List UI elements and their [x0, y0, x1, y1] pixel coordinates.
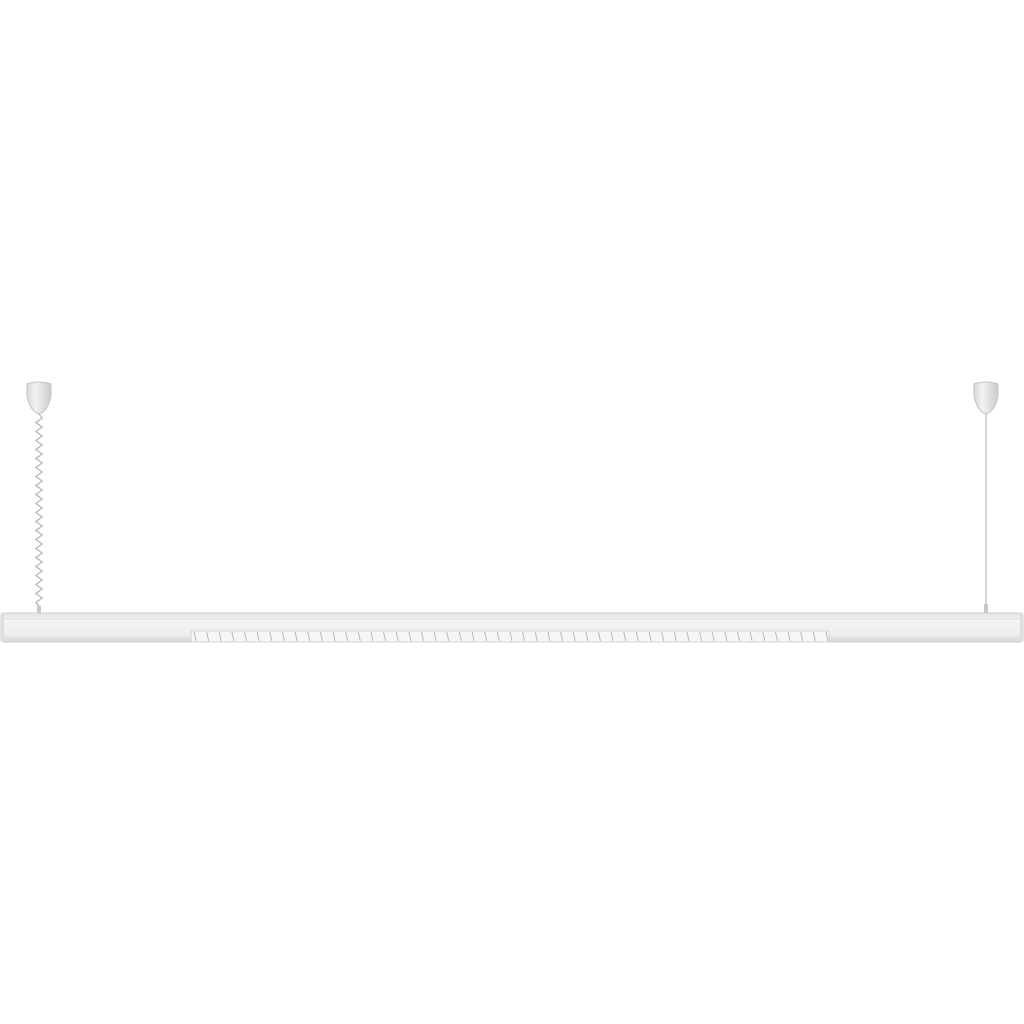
louver-blade: [408, 631, 412, 642]
louver-blade: [244, 631, 248, 642]
louver-panel: [190, 630, 830, 643]
louver-blade: [547, 631, 551, 642]
louver-blade: [737, 631, 741, 642]
louver-cells: [193, 631, 829, 642]
louver-blade: [446, 631, 450, 642]
louver-blade: [724, 631, 728, 642]
louver-blade: [484, 631, 488, 642]
louver-blade: [193, 631, 197, 642]
louver-blade: [825, 631, 829, 642]
louver-blade: [433, 631, 437, 642]
left-coiled-cable: [34, 413, 44, 607]
louver-blade: [711, 631, 715, 642]
louver-blade: [572, 631, 576, 642]
louver-blade: [471, 631, 475, 642]
louver-blade: [585, 631, 589, 642]
louver-blade: [787, 631, 791, 642]
louver-blade: [534, 631, 538, 642]
left-end-cap: [1, 613, 4, 642]
louver-blade: [307, 631, 311, 642]
louver-blade: [749, 631, 753, 642]
louver-blade: [648, 631, 652, 642]
louver-blade: [496, 631, 500, 642]
louver-blade: [357, 631, 361, 642]
louver-blade: [597, 631, 601, 642]
louver-blade: [673, 631, 677, 642]
louver-blade: [458, 631, 462, 642]
louver-blade: [774, 631, 778, 642]
left-cable-gripper: [37, 606, 41, 614]
louver-blade: [800, 631, 804, 642]
louver-blade: [522, 631, 526, 642]
louver-blade: [383, 631, 387, 642]
louver-blade: [686, 631, 690, 642]
louver-blade: [623, 631, 627, 642]
luminaire-body: [0, 612, 1024, 643]
louver-blade: [345, 631, 349, 642]
louver-blade: [699, 631, 703, 642]
louver-blade: [762, 631, 766, 642]
right-ceiling-canopy: [973, 381, 999, 415]
louver-blade: [294, 631, 298, 642]
right-cable-gripper: [984, 604, 988, 614]
louver-blade: [421, 631, 425, 642]
louver-blade: [231, 631, 235, 642]
right-suspension: [973, 381, 999, 614]
louver-blade: [332, 631, 336, 642]
louver-blade: [218, 631, 222, 642]
louver-blade: [281, 631, 285, 642]
louver-blade: [319, 631, 323, 642]
left-ceiling-canopy: [26, 381, 52, 415]
louver-blade: [395, 631, 399, 642]
right-end-cap: [1020, 613, 1023, 642]
louver-blade: [370, 631, 374, 642]
louver-blade: [635, 631, 639, 642]
louver-blade: [509, 631, 513, 642]
louver-blade: [610, 631, 614, 642]
louver-blade: [256, 631, 260, 642]
left-suspension: [26, 381, 52, 614]
louver-blade: [661, 631, 665, 642]
louver-blade: [206, 631, 210, 642]
louver-blade: [812, 631, 816, 642]
louver-blade: [269, 631, 273, 642]
louver-blade: [560, 631, 564, 642]
